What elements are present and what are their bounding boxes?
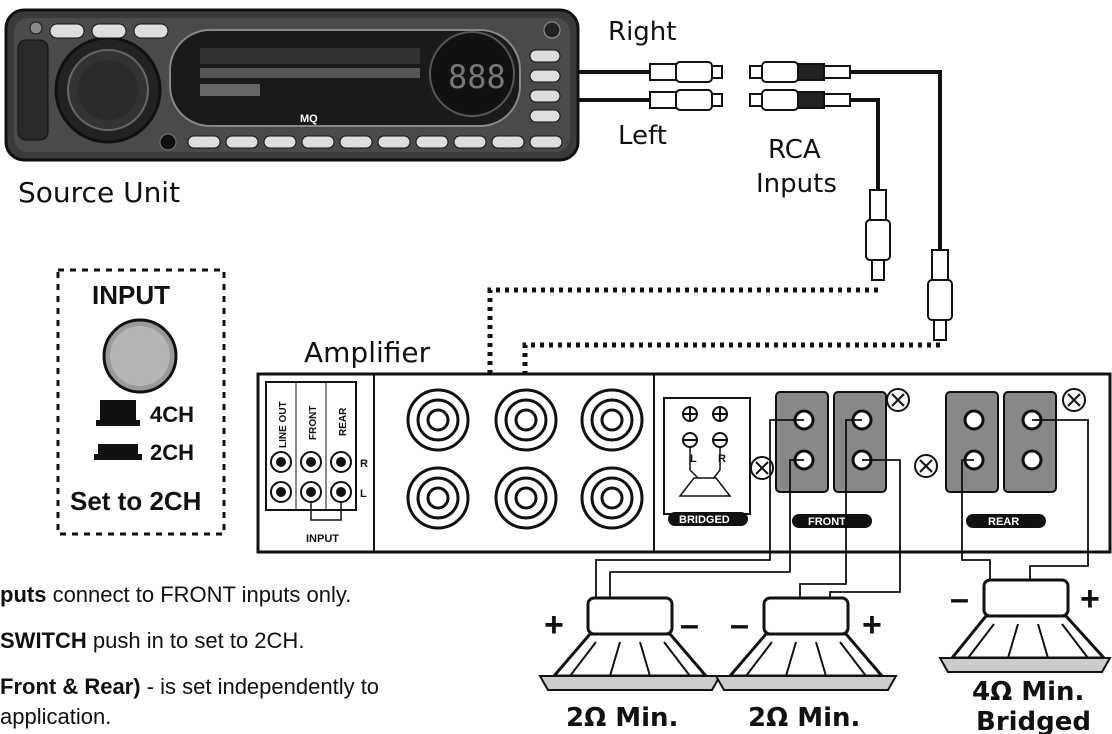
speaker-2-minus: – — [730, 606, 749, 644]
source-unit-label: Source Unit — [18, 176, 180, 209]
rear-terminals: REAR — [945, 391, 1057, 528]
note-4: application. — [0, 704, 111, 729]
rca-label-2: Inputs — [756, 169, 837, 199]
speaker-2-rating: 2Ω Min. — [748, 703, 860, 733]
speaker-2-plus: + — [862, 606, 882, 644]
speaker-3-minus: – — [950, 580, 969, 618]
input-switch-box: INPUT 4CH 2CH Set to 2CH — [56, 268, 226, 536]
speaker-1-plus: + — [544, 606, 564, 644]
input-label: INPUT — [306, 533, 339, 545]
speaker-2 — [714, 596, 898, 691]
input-switch-4ch: 4CH — [150, 402, 194, 427]
speaker-3 — [938, 578, 1112, 673]
bridged-diagram: L R BRIDGED — [663, 397, 751, 526]
note-3: Front & Rear) - is set independently to — [0, 674, 379, 699]
bridged-l: L — [690, 453, 697, 465]
note-1: puts connect to FRONT inputs only. — [0, 582, 351, 607]
speaker-1-minus: – — [680, 606, 699, 644]
channel-r-label: R — [360, 458, 368, 470]
channel-l-label: L — [360, 488, 367, 500]
screws — [750, 388, 1086, 480]
bridged-label: BRIDGED — [679, 514, 730, 526]
input-switch-2ch: 2CH — [150, 440, 194, 465]
brand-label: MQ — [300, 113, 318, 125]
rca-jacks — [406, 388, 644, 530]
amplifier-label: Amplifier — [304, 336, 431, 369]
right-label: Right — [608, 17, 676, 47]
bridged-r: R — [718, 453, 726, 465]
rca-cables — [578, 70, 942, 250]
amplifier-panel: LINE OUT FRONT REAR R L INPUT — [256, 372, 1112, 554]
rca-label-1: RCA — [768, 135, 821, 165]
speaker-3-bridged: Bridged — [976, 707, 1091, 734]
rear-terminal-label: REAR — [988, 516, 1019, 528]
input-switch-setting: Set to 2CH — [70, 486, 201, 516]
front-in-label: FRONT — [308, 406, 319, 440]
speaker-3-rating: 4Ω Min. — [972, 677, 1084, 707]
rca-plugs — [649, 61, 953, 341]
rear-in-label: REAR — [338, 407, 349, 436]
display-digits: 888 — [448, 58, 506, 96]
source-unit: 888 MQ — [4, 8, 580, 162]
speaker-1-rating: 2Ω Min. — [566, 703, 678, 733]
front-terminal-label: FRONT — [808, 516, 846, 528]
left-label: Left — [618, 121, 667, 151]
speaker-3-plus: + — [1080, 580, 1100, 618]
line-out-label: LINE OUT — [278, 401, 289, 448]
speaker-wires — [595, 419, 1089, 598]
note-2: SWITCH push in to set to 2CH. — [0, 628, 304, 653]
input-switch-title: INPUT — [92, 280, 170, 310]
notes: puts connect to FRONT inputs only. SWITC… — [0, 582, 379, 729]
speaker-1 — [538, 596, 722, 691]
